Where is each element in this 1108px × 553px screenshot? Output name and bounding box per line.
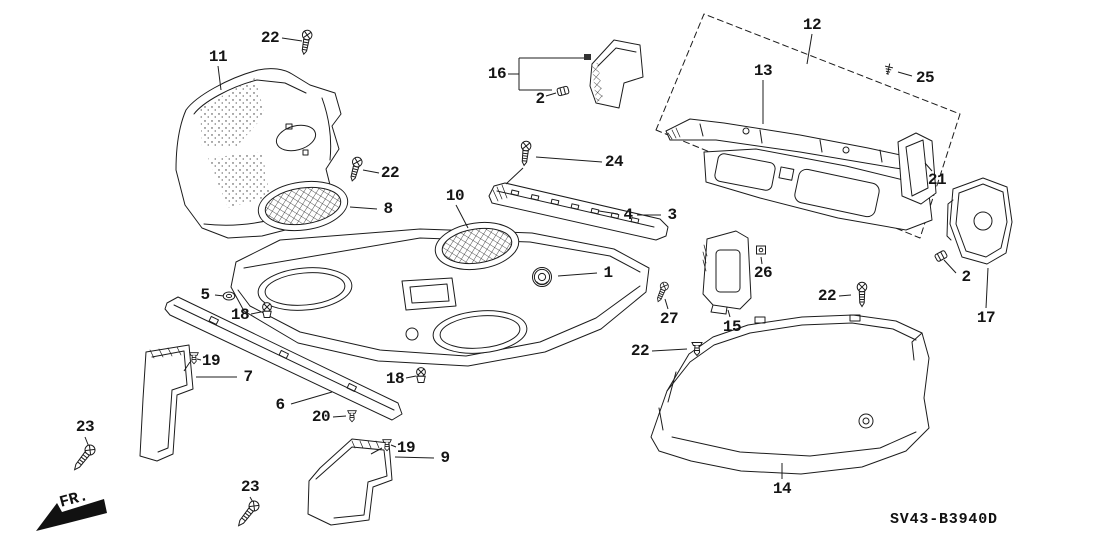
callout-14: 14: [772, 480, 792, 498]
part-3-shape: [488, 182, 669, 241]
callout-10: 10: [445, 187, 465, 205]
round-grommet-icon: [532, 267, 552, 287]
callout-11: 11: [208, 48, 228, 66]
callout-9: 9: [440, 449, 450, 467]
screw-icon: [298, 28, 314, 56]
part-17-shape: [946, 177, 1013, 265]
part-11-shape: [175, 68, 342, 239]
callout-25: 25: [915, 69, 935, 87]
callout-22: 22: [630, 342, 650, 360]
callout-13: 13: [753, 62, 773, 80]
callout-4: 4: [623, 206, 633, 224]
tapping-screw-icon: [70, 442, 98, 474]
screw-icon: [347, 155, 364, 183]
fr-arrow-icon: [36, 499, 107, 531]
callout-16: 16: [487, 65, 507, 83]
part-21-shape: [897, 132, 937, 205]
part-8-shape: [257, 180, 349, 232]
tree-clip-icon: [883, 62, 895, 76]
part-9-shape: [307, 438, 393, 526]
callout-17: 17: [976, 309, 996, 327]
callout-22: 22: [260, 29, 280, 47]
square-clip-icon: [756, 245, 766, 255]
callout-7: 7: [243, 368, 253, 386]
part-15-shape: [702, 230, 752, 315]
screw-grommet-icon: [262, 302, 272, 318]
callout-15: 15: [722, 318, 742, 336]
callout-23: 23: [75, 418, 95, 436]
tapping-screw-icon: [234, 498, 262, 530]
callout-22: 22: [380, 164, 400, 182]
callout-6: 6: [275, 396, 285, 414]
callout-26: 26: [753, 264, 773, 282]
callout-27: 27: [659, 310, 679, 328]
callout-19: 19: [201, 352, 221, 370]
part-1-shape: [230, 228, 650, 367]
callout-21: 21: [927, 171, 947, 189]
callout-18: 18: [230, 306, 250, 324]
screw-icon: [653, 280, 671, 304]
part-6-shape: [164, 296, 403, 421]
screw-icon: [518, 140, 532, 167]
callout-20: 20: [311, 408, 331, 426]
callout-24: 24: [604, 153, 624, 171]
callout-18: 18: [385, 370, 405, 388]
callout-5: 5: [200, 286, 210, 304]
callout-23: 23: [240, 478, 260, 496]
part-12-lower-panel: [703, 148, 933, 231]
part-10-shape: [434, 221, 520, 271]
screw-icon: [856, 281, 868, 307]
callout-19: 19: [396, 439, 416, 457]
push-clip-icon: [347, 410, 357, 423]
part-7-shape: [139, 344, 194, 462]
clip-icon: [556, 85, 570, 97]
callout-2: 2: [961, 268, 971, 286]
callout-22: 22: [817, 287, 837, 305]
screw-grommet-icon: [416, 367, 426, 383]
part-16-shape: [584, 39, 644, 109]
callout-1: 1: [603, 264, 613, 282]
diagram-code: SV43-B3940D: [890, 511, 998, 528]
clip-icon: [933, 249, 949, 263]
callout-12: 12: [802, 16, 822, 34]
nut-icon: [222, 291, 236, 301]
callout-3: 3: [667, 206, 677, 224]
part-14-shape: [650, 314, 930, 475]
callout-8: 8: [383, 200, 393, 218]
callout-2: 2: [535, 90, 545, 108]
